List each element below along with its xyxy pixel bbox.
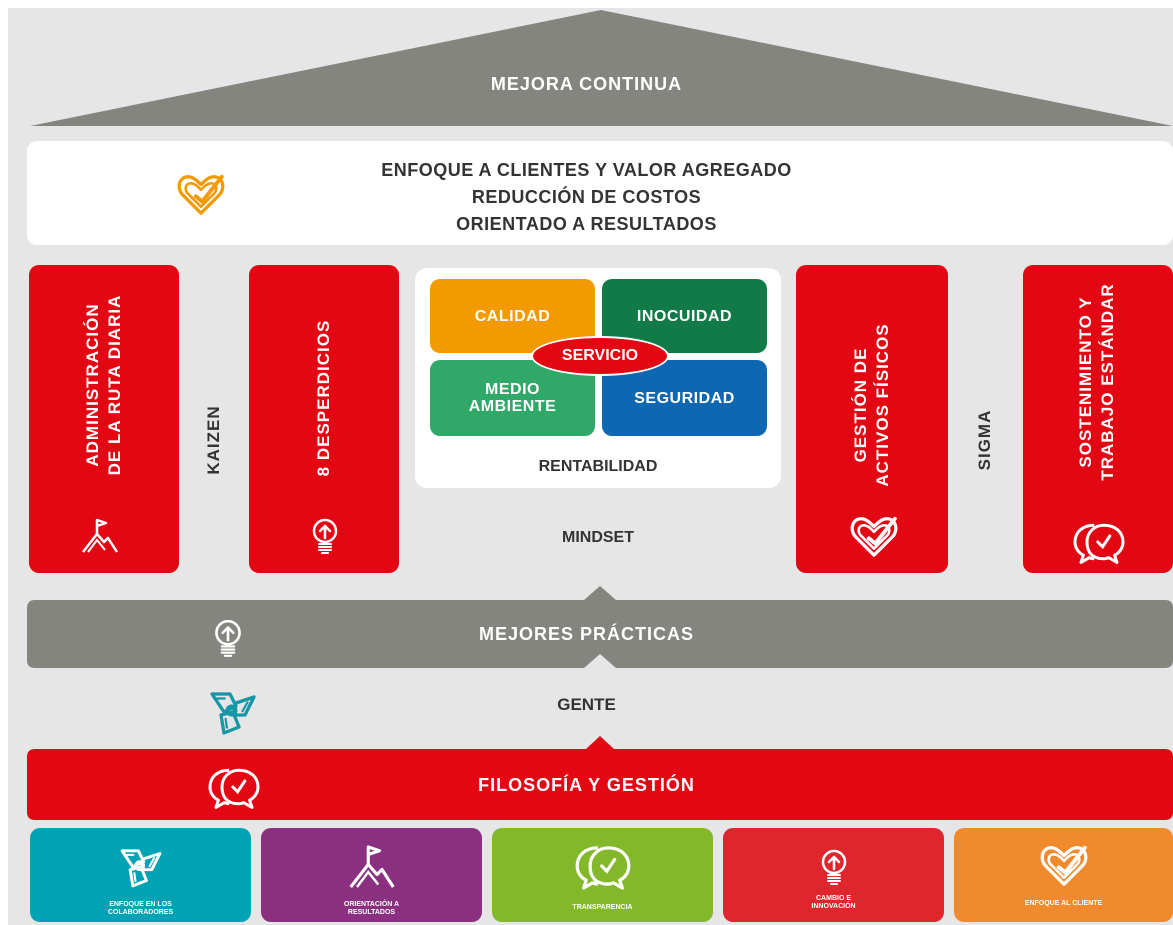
- heart-check-icon: [848, 511, 900, 563]
- pillar-label-line: DE LA RUTA DIARIA: [105, 294, 124, 476]
- sigma-label: SIGMA: [975, 409, 994, 471]
- kaizen-label: KAIZEN: [204, 405, 223, 475]
- tile-label-line: TRANSPARENCIA: [572, 904, 633, 911]
- hands-circle-icon: [114, 840, 168, 894]
- mejores-practicas-band: [27, 586, 1173, 668]
- mountain-flag-icon: [347, 840, 397, 894]
- pillar-8-desperdicios: [249, 265, 399, 573]
- tile-label-line: CAMBIO E: [816, 895, 851, 902]
- heart-check-icon: [1038, 840, 1090, 892]
- tile-label: ORIENTACIÓN A RESULTADOS: [261, 901, 482, 917]
- lightbulb-icon: [814, 838, 854, 896]
- pillar-administracion-label: ADMINISTRACIÓN DE LA RUTA DIARIA: [82, 295, 126, 476]
- tile-orientacion-resultados: ORIENTACIÓN A RESULTADOS: [261, 828, 482, 922]
- pillar-label-line: GESTIÓN DE: [851, 347, 870, 463]
- tile-label: ENFOQUE EN LOS COLABORADORES: [30, 901, 251, 917]
- tile-label-line: COLABORADORES: [107, 909, 174, 916]
- mindset-label: MINDSET: [562, 529, 634, 546]
- pillar-label-line: TRABAJO ESTÁNDAR: [1098, 283, 1117, 481]
- pillar-gestion-activos: [796, 265, 948, 573]
- gente-label: GENTE: [557, 695, 616, 714]
- value-line: REDUCCIÓN DE COSTOS: [471, 187, 702, 207]
- filosofia-label: FILOSOFÍA Y GESTIÓN: [478, 775, 695, 795]
- tile-label-line: RESULTADOS: [347, 909, 396, 916]
- filosofia-band: [27, 736, 1173, 820]
- pillar-sostenimiento-label: SOSTENIMIENTO Y TRABAJO ESTÁNDAR: [1075, 283, 1119, 480]
- value-line: ENFOQUE A CLIENTES Y VALOR AGREGADO: [381, 160, 792, 180]
- tile-transparencia: TRANSPARENCIA: [492, 828, 713, 922]
- tile-enfoque-colaboradores: ENFOQUE EN LOS COLABORADORES: [30, 828, 251, 922]
- servicio-ellipse: SERVICIO: [531, 336, 669, 376]
- ambiente-line: AMBIENTE: [468, 398, 557, 415]
- value-bar: [27, 141, 1173, 245]
- rentabilidad-label: RENTABILIDAD: [538, 458, 658, 475]
- speech-bubbles-icon: [572, 840, 634, 892]
- tile-label-line: ENFOQUE AL CLIENTE: [1024, 900, 1103, 907]
- medio-line: MEDIO: [485, 381, 540, 398]
- roof-triangle: [30, 10, 1173, 126]
- tile-enfoque-cliente: ENFOQUE AL CLIENTE: [954, 828, 1173, 922]
- speech-bubbles-icon: [1070, 518, 1128, 566]
- tile-label: ENFOQUE AL CLIENTE: [954, 900, 1173, 908]
- pillar-sostenimiento: [1023, 265, 1173, 573]
- roof-label: MEJORA CONTINUA: [490, 74, 683, 94]
- mountain-flag-icon: [80, 513, 120, 559]
- mejores-practicas-label: MEJORES PRÁCTICAS: [478, 624, 695, 644]
- pillar-label-line: ACTIVOS FÍSICOS: [873, 323, 892, 487]
- tile-cambio-innovacion: CAMBIO E INNOVACIÓN: [723, 828, 944, 922]
- tile-label-line: INNOVACIÓN: [811, 903, 856, 910]
- tile-label: TRANSPARENCIA: [492, 904, 713, 912]
- tile-label-line: ENFOQUE EN LOS: [109, 901, 172, 908]
- pillar-label-line: ADMINISTRACIÓN: [83, 303, 102, 467]
- tile-label: CAMBIO E INNOVACIÓN: [723, 895, 944, 911]
- pillar-gestion-activos-label: GESTIÓN DE ACTIVOS FÍSICOS: [850, 323, 894, 486]
- pillar-label-line: SOSTENIMIENTO Y: [1076, 296, 1095, 468]
- value-line: ORIENTADO A RESULTADOS: [456, 214, 717, 234]
- value-bar-text: ENFOQUE A CLIENTES Y VALOR AGREGADO REDU…: [0, 157, 1173, 238]
- pillar-8-desperdicios-label: 8 DESPERDICIOS: [314, 319, 333, 477]
- tile-label-line: ORIENTACIÓN A: [343, 901, 400, 908]
- lightbulb-icon: [305, 506, 345, 566]
